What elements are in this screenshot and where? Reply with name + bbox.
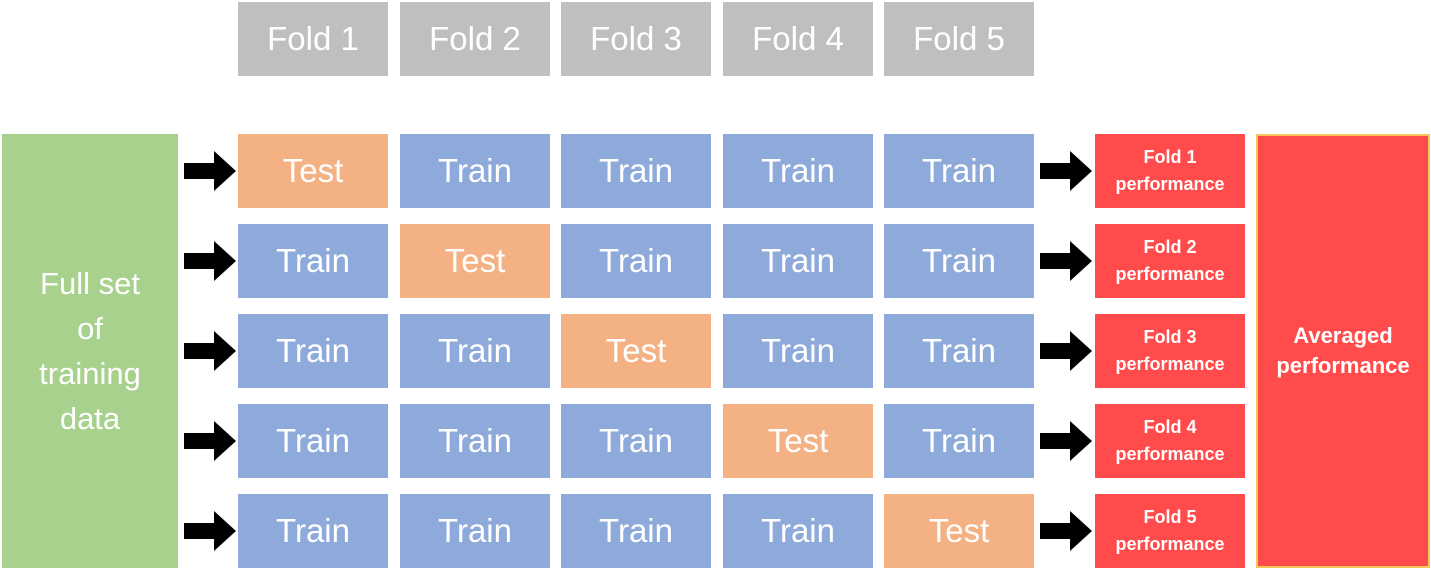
fold-4-performance-box: Fold 4 performance [1095, 404, 1245, 478]
averaged-performance-box: Averaged performance [1256, 134, 1430, 568]
fold-1-cell-5: Train [884, 134, 1034, 208]
fold-3-performance-box: Fold 3 performance [1095, 314, 1245, 388]
performance-label-line: Fold 2 [1143, 237, 1197, 257]
right-arrow-icon [1040, 331, 1092, 371]
fold-3-cell-1: Train [238, 314, 388, 388]
performance-label-line: Fold 5 [1143, 507, 1197, 527]
fold-2-cell-1: Train [238, 224, 388, 298]
fold-5-cell-5: Test [884, 494, 1034, 568]
fold-3-cell-4: Train [723, 314, 873, 388]
fold-5-cell-2: Train [400, 494, 550, 568]
right-arrow-icon [184, 241, 236, 281]
fold-1-cell-3: Train [561, 134, 711, 208]
fold-3-cell-5: Train [884, 314, 1034, 388]
right-arrow-icon [1040, 511, 1092, 551]
performance-label-line: Fold 1 [1143, 147, 1197, 167]
full-set-line-1: Full set [40, 266, 140, 301]
fold-1-performance-box: Fold 1 performance [1095, 134, 1245, 208]
fold-2-cell-5: Train [884, 224, 1034, 298]
right-arrow-icon [184, 331, 236, 371]
fold-2-cell-4: Train [723, 224, 873, 298]
performance-label-line: performance [1115, 444, 1225, 464]
fold-header-2: Fold 2 [400, 2, 550, 76]
fold-4-cell-1: Train [238, 404, 388, 478]
fold-2-cell-2: Test [400, 224, 550, 298]
fold-header-1: Fold 1 [238, 2, 388, 76]
fold-header-5: Fold 5 [884, 2, 1034, 76]
fold-3-cell-3: Test [561, 314, 711, 388]
full-training-set-box: Full set of training data [2, 134, 178, 568]
right-arrow-icon [1040, 421, 1092, 461]
fold-1-cell-1: Test [238, 134, 388, 208]
performance-label-line: Fold 4 [1143, 417, 1197, 437]
right-arrow-icon [1040, 151, 1092, 191]
fold-header-4: Fold 4 [723, 2, 873, 76]
fold-4-cell-3: Train [561, 404, 711, 478]
right-arrow-icon [184, 421, 236, 461]
performance-label-line: performance [1115, 264, 1225, 284]
fold-5-performance-box: Fold 5 performance [1095, 494, 1245, 568]
full-set-line-4: data [59, 401, 121, 436]
fold-1-cell-4: Train [723, 134, 873, 208]
fold-5-cell-3: Train [561, 494, 711, 568]
fold-4-cell-2: Train [400, 404, 550, 478]
fold-3-cell-2: Train [400, 314, 550, 388]
right-arrow-icon [184, 151, 236, 191]
performance-label-line: Fold 3 [1143, 327, 1197, 347]
fold-2-performance-box: Fold 2 performance [1095, 224, 1245, 298]
full-set-line-2: of [77, 311, 103, 346]
fold-header-3: Fold 3 [561, 2, 711, 76]
fold-1-cell-2: Train [400, 134, 550, 208]
full-set-line-3: training [39, 356, 141, 391]
averaged-line-1: Averaged [1293, 323, 1393, 348]
fold-4-cell-5: Train [884, 404, 1034, 478]
averaged-line-2: performance [1276, 353, 1410, 378]
right-arrow-icon [184, 511, 236, 551]
fold-5-cell-1: Train [238, 494, 388, 568]
fold-5-cell-4: Train [723, 494, 873, 568]
performance-label-line: performance [1115, 354, 1225, 374]
right-arrow-icon [1040, 241, 1092, 281]
fold-2-cell-3: Train [561, 224, 711, 298]
performance-label-line: performance [1115, 174, 1225, 194]
fold-4-cell-4: Test [723, 404, 873, 478]
performance-label-line: performance [1115, 534, 1225, 554]
